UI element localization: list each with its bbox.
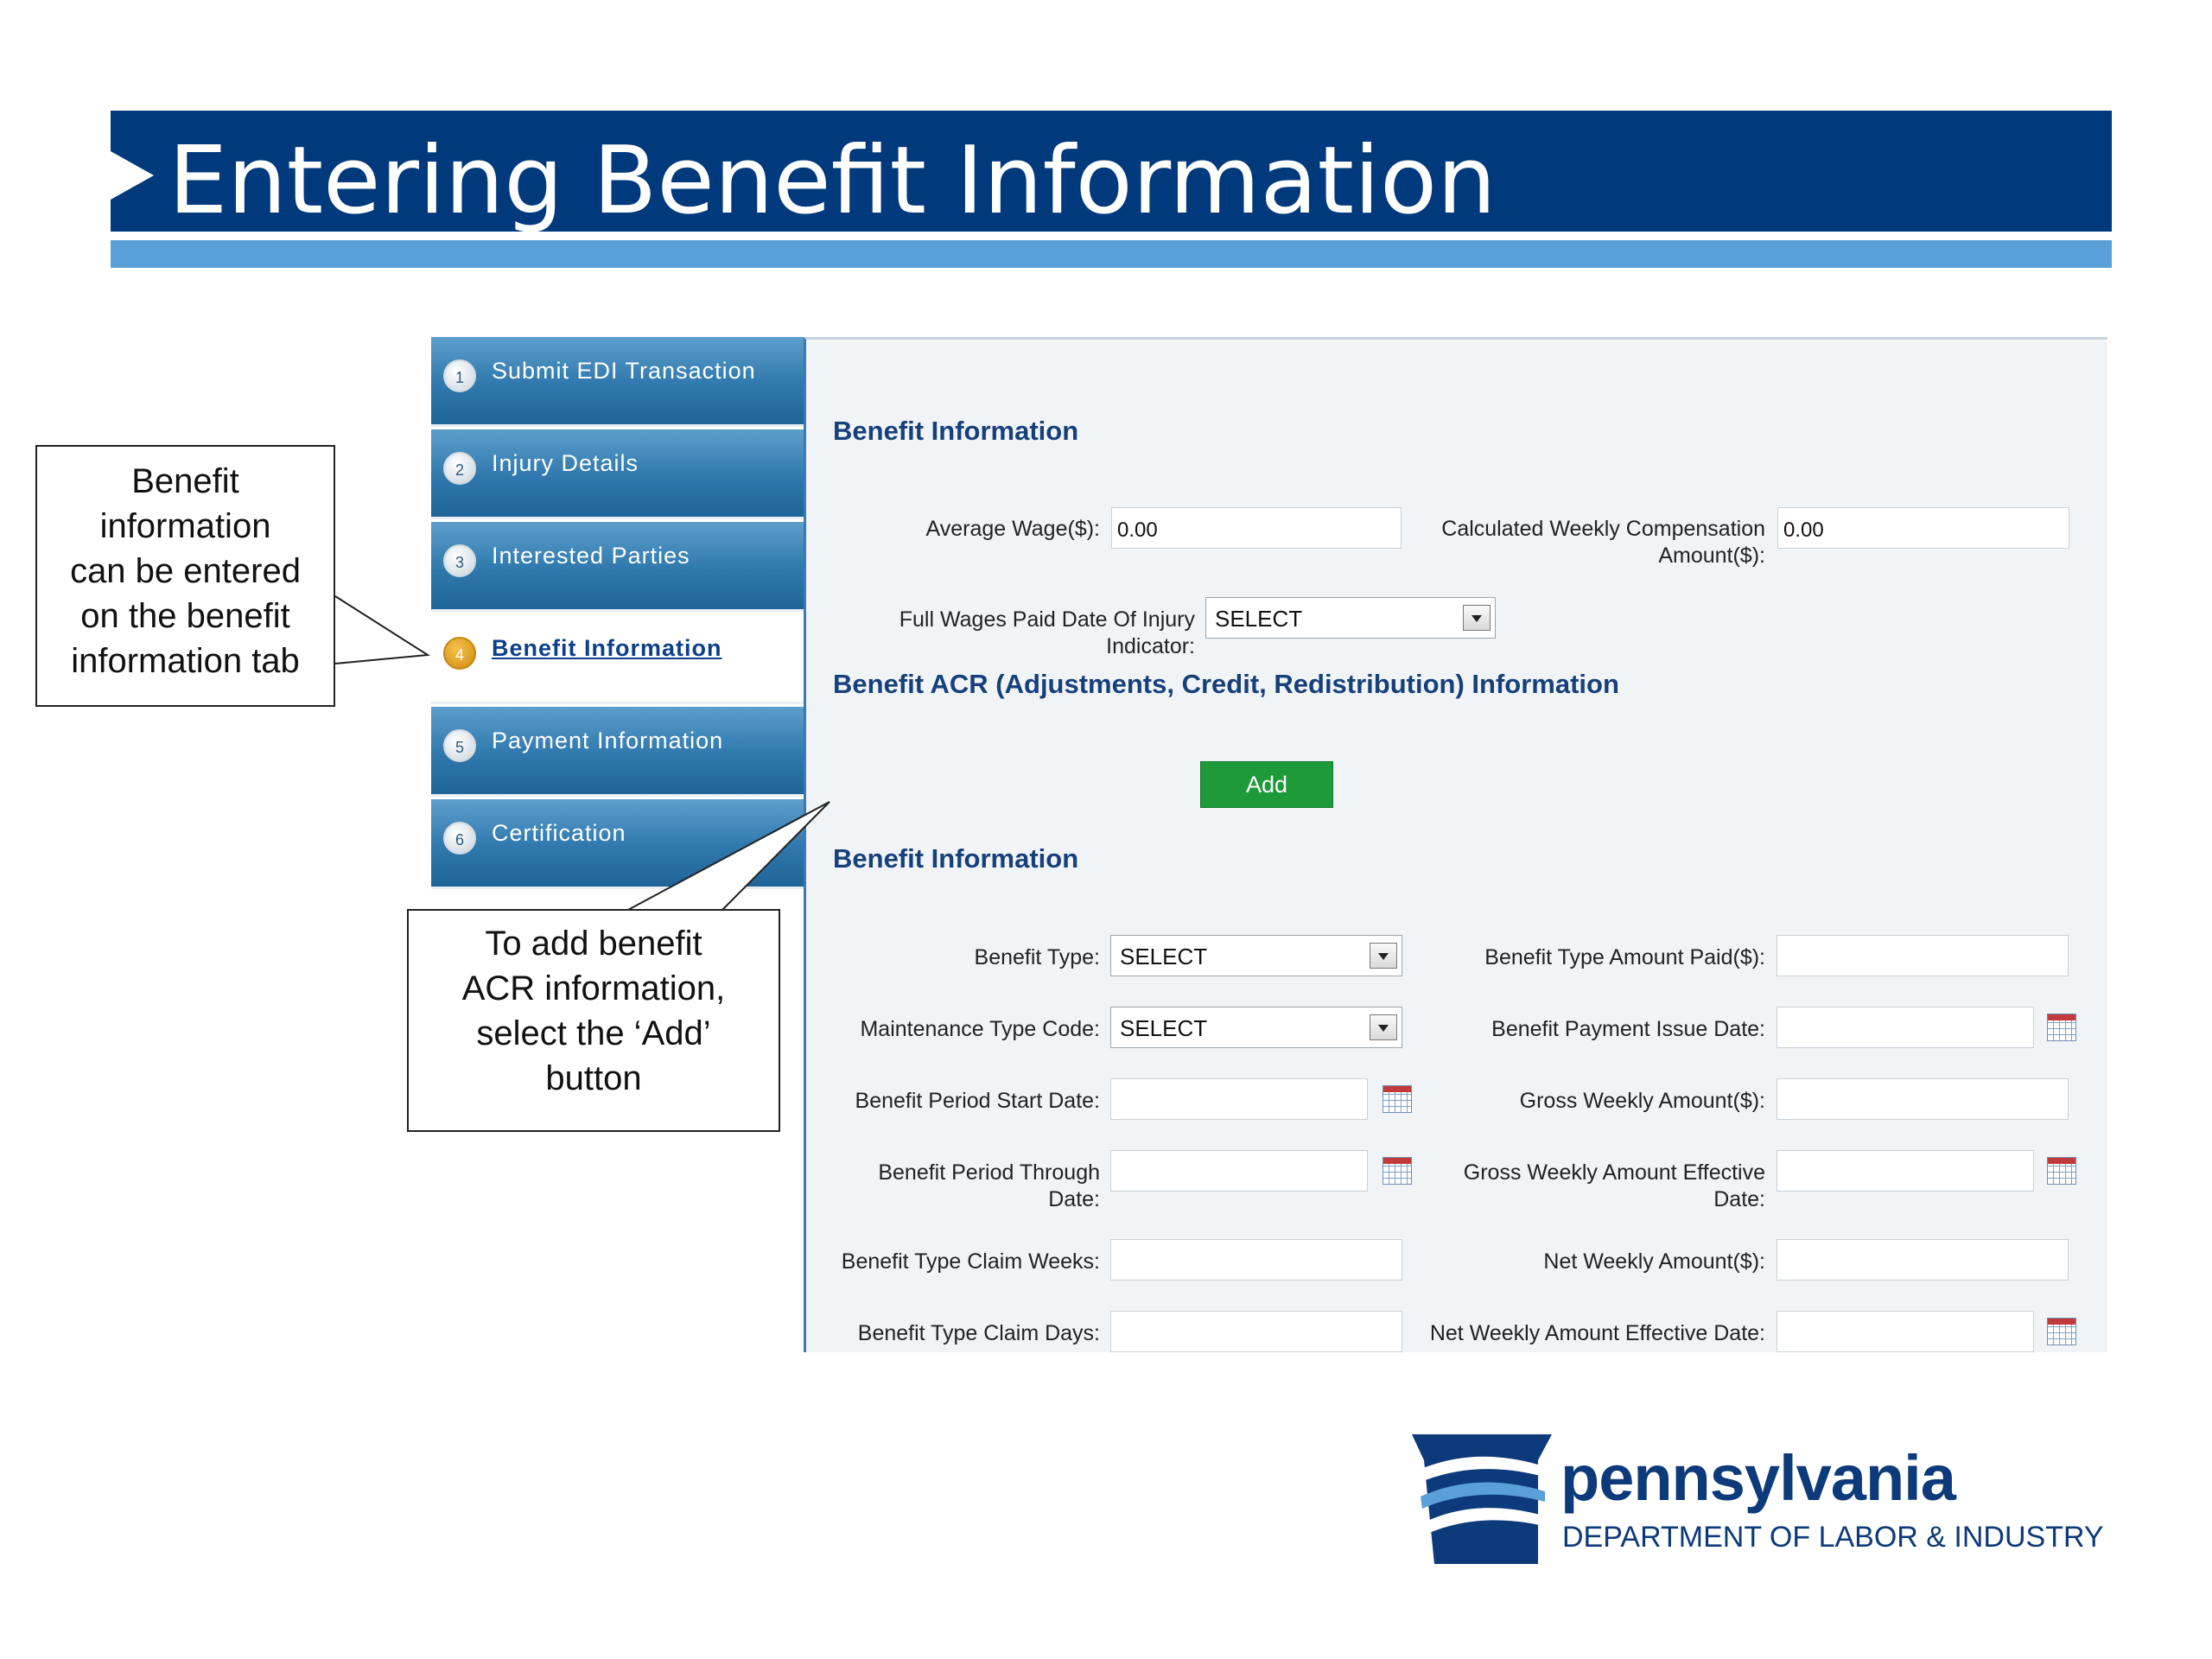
benefit-payment-issue-label: Benefit Payment Issue Date: xyxy=(1491,1017,1765,1041)
callout-line: To add benefit xyxy=(485,925,702,963)
maintenance-type-label: Maintenance Type Code: xyxy=(860,1017,1100,1041)
title-underline xyxy=(111,240,2112,268)
sidebar-item-label: Injury Details xyxy=(492,450,639,476)
calendar-icon[interactable] xyxy=(1382,1157,1412,1185)
full-wages-select[interactable]: SELECT xyxy=(1205,597,1496,639)
benefit-period-through-input[interactable] xyxy=(1110,1150,1368,1192)
sidebar-item-label: Certification xyxy=(492,820,626,846)
calc-weekly-comp-label: Calculated Weekly Compensation Amount($)… xyxy=(1411,516,1765,569)
sidebar-item-interested-parties[interactable]: 3 Interested Parties xyxy=(431,522,804,612)
section-title-benefit-acr: Benefit ACR (Adjustments, Credit, Redist… xyxy=(833,669,1619,699)
sidebar-item-label: Submit EDI Transaction xyxy=(492,358,756,384)
benefit-period-start-input[interactable] xyxy=(1110,1078,1368,1120)
step-number-badge: 4 xyxy=(443,637,476,670)
callout-add-button: To add benefit ACR information, select t… xyxy=(407,909,780,1132)
section-title-benefit-information: Benefit Information xyxy=(833,416,1079,446)
calendar-icon[interactable] xyxy=(2047,1014,2076,1041)
calc-weekly-comp-label-line1: Calculated Weekly Compensation xyxy=(1441,517,1765,541)
benefit-period-through-label: Benefit Period Through Date: xyxy=(806,1160,1100,1213)
step-number-badge: 6 xyxy=(443,822,476,855)
calendar-icon[interactable] xyxy=(2047,1318,2076,1345)
sidebar-item-label: Payment Information xyxy=(492,728,724,753)
step-number-badge: 2 xyxy=(443,452,476,485)
claim-weeks-label: Benefit Type Claim Weeks: xyxy=(841,1249,1100,1274)
maintenance-type-select[interactable]: SELECT xyxy=(1110,1007,1402,1048)
callout-line: Benefit xyxy=(131,462,239,500)
benefit-payment-issue-input[interactable] xyxy=(1777,1007,2034,1048)
step-number-badge: 3 xyxy=(443,544,476,577)
full-wages-label-line1: Full Wages Paid Date Of Injury xyxy=(899,607,1195,632)
full-wages-label: Full Wages Paid Date Of Injury Indicator… xyxy=(841,607,1195,660)
callout-line: information xyxy=(99,507,271,545)
sidebar-item-payment-information[interactable]: 5 Payment Information xyxy=(431,707,804,797)
net-weekly-amount-label: Net Weekly Amount($): xyxy=(1543,1249,1765,1274)
benefit-period-start-label: Benefit Period Start Date: xyxy=(855,1089,1100,1113)
section-title-benefit-information-2: Benefit Information xyxy=(833,843,1079,874)
callout-line: on the benefit xyxy=(80,597,290,635)
gross-weekly-effective-label: Gross Weekly Amount Effective Date: xyxy=(1411,1160,1765,1213)
gross-weekly-amount-label: Gross Weekly Amount($): xyxy=(1519,1089,1765,1113)
sidebar-item-label: Interested Parties xyxy=(492,543,690,569)
benefit-type-label: Benefit Type: xyxy=(974,945,1100,969)
form-panel: Benefit Information Average Wage($): 0.0… xyxy=(804,337,2107,1352)
benefit-type-select-value: SELECT xyxy=(1120,944,1208,969)
benefit-type-amount-label: Benefit Type Amount Paid($): xyxy=(1484,945,1765,969)
benefit-period-through-label-line2: Date: xyxy=(1048,1187,1100,1211)
chevron-down-icon[interactable] xyxy=(1370,943,1397,969)
benefit-period-through-label-line1: Benefit Period Through xyxy=(878,1160,1100,1185)
calendar-icon[interactable] xyxy=(2047,1157,2076,1185)
callout-benefit-tab: Benefit information can be entered on th… xyxy=(35,445,335,707)
chevron-down-icon[interactable] xyxy=(1370,1014,1397,1040)
callout-line: information tab xyxy=(71,642,300,680)
average-wage-label: Average Wage($): xyxy=(925,517,1101,541)
sidebar-item-certification[interactable]: 6 Certification xyxy=(431,799,804,889)
callout1-pointer xyxy=(334,595,431,664)
gross-weekly-amount-input[interactable] xyxy=(1777,1078,2069,1120)
net-weekly-effective-label: Net Weekly Amount Effective Date: xyxy=(1429,1321,1765,1345)
calc-weekly-comp-input[interactable]: 0.00 xyxy=(1777,507,2069,549)
gross-weekly-effective-label-line1: Gross Weekly Amount Effective xyxy=(1463,1160,1765,1185)
calendar-icon[interactable] xyxy=(1382,1085,1412,1113)
callout-line: button xyxy=(545,1059,642,1097)
keystone-logo-icon xyxy=(1412,1434,1552,1564)
benefit-type-select[interactable]: SELECT xyxy=(1110,935,1402,976)
sidebar-item-label: Benefit Information xyxy=(492,635,722,661)
slide-title: Entering Benefit Information xyxy=(168,127,1497,235)
calc-weekly-comp-label-line2: Amount($): xyxy=(1658,543,1765,568)
banner-arrow-icon xyxy=(111,151,154,200)
full-wages-label-line2: Indicator: xyxy=(1106,634,1195,658)
step-number-badge: 5 xyxy=(443,729,476,762)
claim-weeks-input[interactable] xyxy=(1110,1239,1402,1281)
sidebar-item-injury-details[interactable]: 2 Injury Details xyxy=(431,429,804,519)
gross-weekly-effective-input[interactable] xyxy=(1777,1150,2034,1192)
callout-line: ACR information, xyxy=(461,969,726,1007)
add-button[interactable]: Add xyxy=(1200,761,1333,808)
sidebar-item-benefit-information[interactable]: 4 Benefit Information xyxy=(431,614,804,704)
logo-name: pennsylvania xyxy=(1560,1442,1956,1514)
gross-weekly-effective-label-line2: Date: xyxy=(1713,1187,1765,1211)
benefit-type-amount-input[interactable] xyxy=(1777,935,2069,976)
claim-days-label: Benefit Type Claim Days: xyxy=(857,1321,1100,1345)
claim-days-input[interactable] xyxy=(1110,1311,1402,1352)
logo-department: DEPARTMENT OF LABOR & INDUSTRY xyxy=(1562,1521,2104,1554)
title-banner xyxy=(111,111,2112,232)
callout-line: can be entered xyxy=(70,552,301,590)
maintenance-type-select-value: SELECT xyxy=(1120,1015,1208,1041)
average-wage-input[interactable]: 0.00 xyxy=(1111,507,1402,549)
app-screenshot: 1 Submit EDI Transaction 2 Injury Detail… xyxy=(431,337,2107,1352)
chevron-down-icon[interactable] xyxy=(1463,605,1491,631)
net-weekly-amount-input[interactable] xyxy=(1777,1239,2069,1281)
sidebar-item-submit-edi[interactable]: 1 Submit EDI Transaction xyxy=(431,337,804,427)
wizard-sidebar: 1 Submit EDI Transaction 2 Injury Detail… xyxy=(431,337,804,890)
full-wages-select-value: SELECT xyxy=(1215,606,1303,632)
net-weekly-effective-input[interactable] xyxy=(1777,1311,2034,1352)
callout-line: select the ‘Add’ xyxy=(476,1014,711,1052)
step-number-badge: 1 xyxy=(443,359,476,392)
